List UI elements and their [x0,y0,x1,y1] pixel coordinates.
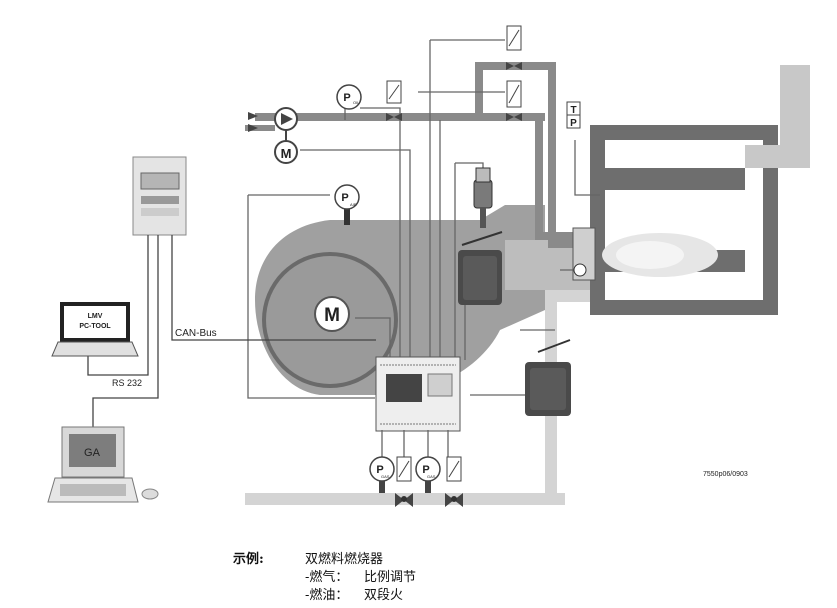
svg-text:GAS: GAS [381,474,390,479]
svg-text:T: T [570,105,576,116]
svg-text:LMV: LMV [88,313,103,320]
oil-pressure-switch: P OIL [336,84,362,110]
pump-motor-icon: M [274,140,298,164]
caption-line3-label: -燃油： [305,588,349,603]
pump-motor-label: M [281,146,292,161]
svg-text:GA: GA [84,447,101,459]
flame [602,233,718,277]
svg-text:P: P [341,192,348,204]
oil-solenoid-valves [386,25,522,121]
signal-lines [247,39,600,399]
caption-line2-value: 比例调节 [364,570,417,585]
gas-solenoid-valves [395,456,463,507]
fan-motor-label: M [324,305,340,326]
oil-pump-icon [248,107,298,142]
svg-text:PC-TOOL: PC-TOOL [79,323,111,330]
svg-text:P: P [570,118,577,129]
svg-text:P: P [343,92,350,104]
svg-text:P: P [376,464,383,476]
lmv-controller [375,356,461,432]
air-damper-actuator [458,231,503,305]
temperature-pressure-sensor: T P [566,101,581,129]
can-bus-label: CAN-Bus [175,328,217,339]
caption-line3-value: 双段火 [364,588,404,603]
boiler [590,65,810,315]
display-unit [132,156,187,236]
fan-motor-icon: M [314,296,350,332]
burner-nozzle [572,227,596,281]
gas-pressure-switch-2: P GAS [415,456,441,493]
air-pressure-switch: P AIR [334,184,360,225]
oil-valve-actuator [473,167,493,228]
rs232-label: RS 232 [112,378,142,388]
caption-line2-label: -燃气： [305,570,349,585]
laptop-pc-tool: LMV PC-TOOL [51,302,139,357]
burner-system-diagram: M M [47,25,810,507]
drawing-code: 7550p06/0903 [703,471,748,478]
svg-text:OIL: OIL [353,100,360,105]
caption-line1: 双燃料燃烧器 [305,552,384,567]
gas-damper-actuator [525,339,571,416]
svg-text:GAS: GAS [427,474,436,479]
desktop-computer: GA [47,426,159,503]
gas-pressure-switch-1: P GAS [369,456,395,493]
svg-text:P: P [422,464,429,476]
svg-text:AIR: AIR [350,202,357,207]
caption-heading: 示例: [233,552,264,567]
